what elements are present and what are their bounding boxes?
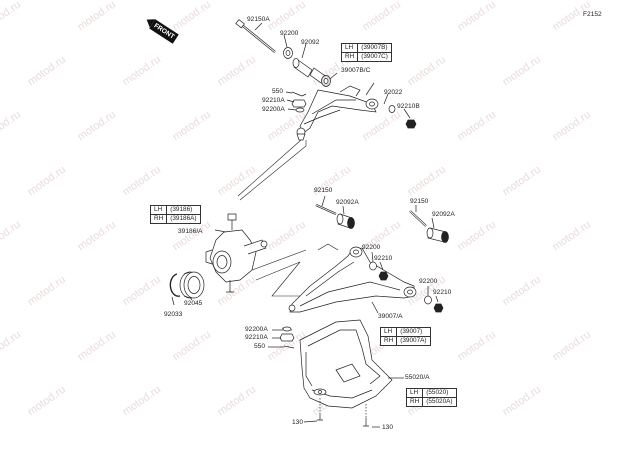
- nut-92210a-bottom: [279, 333, 295, 342]
- table-knuckle: LH(39186) RH(39186A): [149, 205, 201, 224]
- label-39007a: 39007/A: [378, 313, 403, 320]
- cotter-pin-550-bottom: [283, 345, 295, 349]
- washer-92200-right: [424, 295, 432, 305]
- figure-code: F2152: [583, 11, 602, 18]
- label-92210-mid: 92210: [374, 255, 393, 262]
- nut-92210-mid: [378, 271, 389, 281]
- label-92092-top: 92092: [301, 39, 320, 46]
- table-part: (55020A): [422, 397, 457, 407]
- label-92033: 92033: [164, 311, 183, 318]
- label-92045: 92045: [184, 300, 203, 307]
- label-39007bc: 39007B/C: [341, 67, 371, 74]
- table-side: LH: [379, 327, 398, 337]
- label-92200-right: 92200: [419, 278, 438, 285]
- label-92200a-top: 92200A: [262, 106, 285, 113]
- label-92150-right: 92150: [410, 198, 429, 205]
- label-92150a: 92150A: [247, 16, 270, 23]
- label-92200a-bottom: 92200A: [245, 326, 268, 333]
- table-guard: LH(55020) RH(55020A): [405, 388, 457, 407]
- nut-92210a-top: [291, 99, 307, 108]
- washer-92022: [388, 105, 396, 113]
- bushing-92092-top: [292, 58, 331, 87]
- table-part: (39186A): [166, 214, 201, 224]
- washer-92200-top: [283, 47, 293, 59]
- steering-knuckle: [205, 213, 268, 293]
- label-92022: 92022: [384, 89, 403, 96]
- table-upper-arm: LH(39007B) RH(39007C): [340, 43, 392, 62]
- table-side: RH: [340, 52, 359, 62]
- table-side: LH: [340, 43, 359, 53]
- label-92092a-right: 92092A: [432, 211, 455, 218]
- bolt-92150-left: [315, 203, 337, 216]
- washer-92200-mid: [369, 261, 377, 271]
- label-92200-mid: 92200: [362, 244, 381, 251]
- label-550-bottom: 550: [254, 343, 266, 350]
- label-92210-right: 92210: [433, 289, 452, 296]
- table-part: (39007A): [396, 336, 431, 346]
- label-550-top: 550: [272, 88, 284, 95]
- lower-a-arm: [288, 243, 417, 313]
- table-lower-arm: LH(39007) RH(39007A): [379, 327, 431, 346]
- table-side: RH: [149, 214, 168, 224]
- table-part: (39186): [166, 205, 201, 215]
- table-side: RH: [405, 397, 424, 407]
- label-92210a-bottom: 92210A: [245, 334, 268, 341]
- table-side: RH: [379, 336, 398, 346]
- snap-ring-92033: [169, 273, 181, 297]
- table-part: (55020): [422, 388, 457, 398]
- label-55020a: 55020/A: [405, 374, 430, 381]
- table-part: (39007): [396, 327, 431, 337]
- bushing-92092a-right: [426, 227, 449, 243]
- washer-92200a-top: [295, 107, 305, 113]
- label-130-left: 130: [292, 419, 304, 426]
- label-92210b: 92210B: [397, 103, 420, 110]
- bushing-92092a-left: [336, 213, 355, 229]
- label-92210a-top: 92210A: [262, 97, 285, 104]
- table-part: (39007B): [357, 43, 392, 53]
- label-92200-top: 92200: [280, 30, 299, 37]
- bolt-92150-right: [409, 210, 427, 227]
- bearing-92045: [179, 271, 205, 299]
- skid-guard-55020: [299, 319, 393, 409]
- label-92092a-left: 92092A: [336, 199, 359, 206]
- table-part: (39007C): [357, 52, 392, 62]
- label-39186a: 39186/A: [178, 228, 203, 235]
- upper-a-arm: [296, 85, 379, 141]
- bolt-130-right: [363, 418, 369, 427]
- table-side: LH: [149, 205, 168, 215]
- cotter-pin-550-top: [291, 91, 303, 97]
- label-92150-left: 92150: [314, 187, 333, 194]
- bolt-92150a: [235, 19, 276, 53]
- label-130-right: 130: [382, 424, 394, 431]
- table-side: LH: [405, 388, 424, 398]
- nut-92210-right: [433, 303, 444, 313]
- bolt-130-left: [317, 414, 323, 421]
- nut-92210b: [405, 119, 417, 129]
